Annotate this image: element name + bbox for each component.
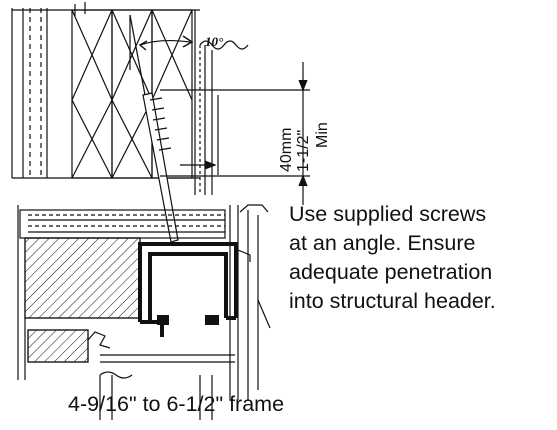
door-head-section: [17, 204, 271, 420]
angle-label: 10°: [205, 34, 224, 49]
installation-note: Use supplied screws at an angle. Ensure …: [289, 200, 551, 316]
fasteners: [157, 315, 219, 337]
note-line-3: adequate penetration: [289, 260, 493, 284]
note-line-1: Use supplied screws: [289, 202, 487, 226]
dimension-line2: 1-1/2": [295, 130, 312, 172]
steel-channel: [138, 242, 238, 324]
screw: [142, 92, 179, 243]
dimension-line3: Min: [314, 122, 331, 148]
note-line-4: into structural header.: [289, 289, 496, 313]
angle-indicator: [129, 14, 194, 96]
wall-framing: [11, 2, 249, 195]
frame-size-caption: 4-9/16" to 6-1/2" frame: [68, 392, 285, 416]
dimension-text: 40mm: [278, 128, 295, 172]
note-line-2: at an angle. Ensure: [289, 231, 476, 255]
dimension-line1: 40mm: [278, 128, 295, 172]
dimension-lines: [160, 62, 310, 205]
